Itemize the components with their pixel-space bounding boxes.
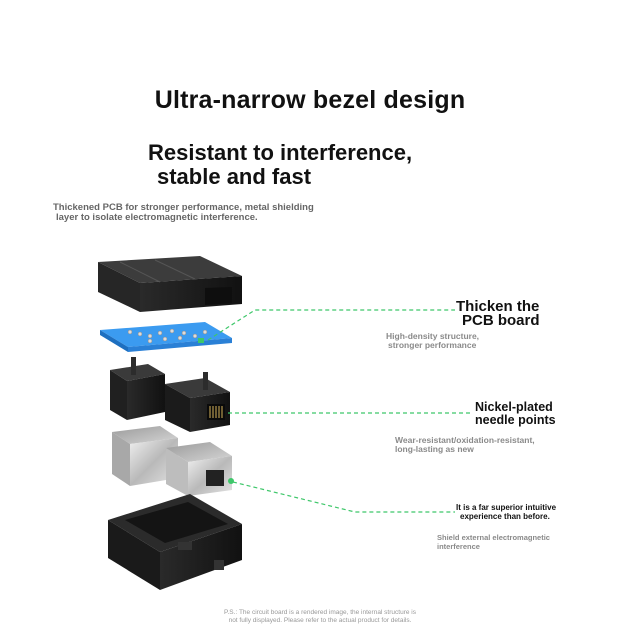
callout-shield-desc-line1: Shield external electromagnetic: [437, 533, 550, 542]
callout-shield-desc: Shield external electromagnetic interfer…: [437, 533, 550, 551]
footnote-line1: P.S.: The circuit board is a rendered im…: [224, 609, 416, 616]
footnote: P.S.: The circuit board is a rendered im…: [170, 609, 470, 625]
callout-needle-title-line1: Nickel-plated: [475, 400, 553, 414]
callout-needle-title: Nickel-plated needle points: [475, 401, 556, 426]
callout-shield-desc-line2: interference: [437, 541, 480, 551]
callout-pcb-title-line1: Thicken the: [456, 298, 540, 315]
callout-pcb-title: Thicken the PCB board: [456, 298, 540, 329]
callout-needle-desc-line1: Wear-resistant/oxidation-resistant,: [395, 435, 535, 445]
metal-shields: [112, 426, 234, 496]
intro-line2: layer to isolate electromagnetic interfe…: [56, 212, 258, 223]
callout-needle-desc: Wear-resistant/oxidation-resistant, long…: [395, 436, 535, 454]
pcb-board: [100, 322, 232, 352]
callout-pcb-desc-line1: High-density structure,: [386, 331, 480, 341]
callout-pcb-title-line2: PCB board: [462, 312, 540, 329]
top-cover: [98, 256, 242, 312]
subheadline-line1: Resistant to interference,: [148, 140, 413, 165]
black-jack-housings: [110, 357, 230, 432]
intro-text: Thickened PCB for stronger performance, …: [53, 203, 373, 223]
footnote-line2: not fully displayed. Please refer to the…: [228, 617, 412, 624]
callout-needle-desc-line2: long-lasting as new: [395, 444, 474, 454]
callout-pcb-desc: High-density structure, stronger perform…: [386, 332, 479, 350]
callout-shield-title: It is a far superior intuitive experienc…: [456, 503, 556, 521]
callout-pcb-desc-line2: stronger performance: [388, 340, 477, 350]
callout-shield-title-line1: It is a far superior intuitive: [456, 503, 557, 512]
bottom-base: [108, 494, 242, 590]
headline: Ultra-narrow bezel design: [154, 86, 466, 114]
callout-shield-title-line2: experience than before.: [460, 512, 550, 521]
callout-needle-title-line2: needle points: [475, 412, 556, 427]
leader-lines: [207, 309, 470, 513]
intro-line1: Thickened PCB for stronger performance, …: [53, 202, 314, 213]
subheadline-line2: stable and fast: [157, 164, 312, 189]
